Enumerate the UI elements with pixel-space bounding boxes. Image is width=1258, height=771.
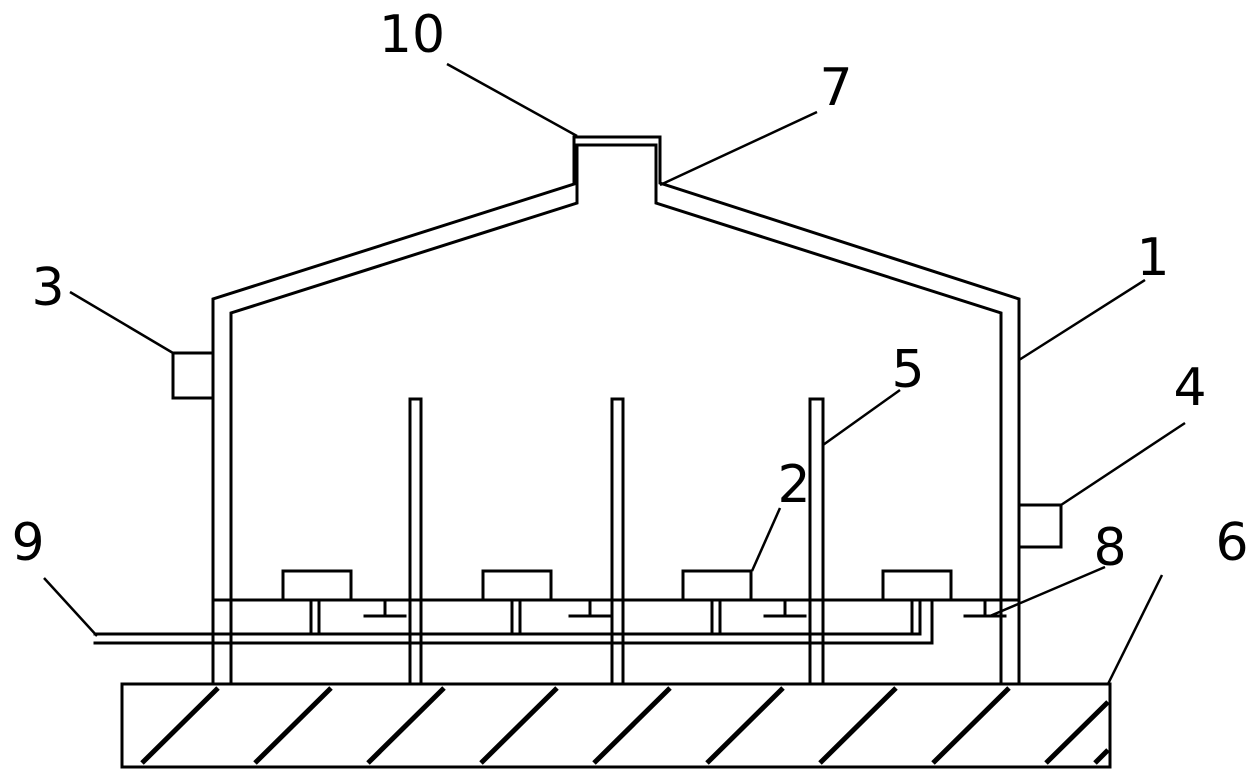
leader-lines (43, 62, 1186, 685)
base-plate (120, 682, 1112, 769)
callout-top-outlet: 7 (819, 58, 852, 118)
callout-tray: 2 (777, 455, 810, 515)
callout-nozzle: 8 (1093, 518, 1126, 578)
trays (281, 569, 953, 602)
manifold (93, 598, 1021, 645)
inlet-box (171, 351, 215, 400)
callout-housing: 1 (1136, 228, 1169, 288)
callout-base: 6 (1215, 513, 1248, 573)
callout-partition: 5 (891, 340, 924, 400)
callout-outlet-box: 4 (1173, 358, 1206, 418)
callout-feed-pipe: 9 (11, 513, 44, 573)
callout-cap: 10 (379, 5, 445, 65)
callout-inlet-box: 3 (31, 258, 64, 318)
housing (211, 135, 1021, 686)
outlet-box (1017, 503, 1063, 549)
partitions (408, 397, 825, 686)
nozzles (363, 598, 1007, 618)
